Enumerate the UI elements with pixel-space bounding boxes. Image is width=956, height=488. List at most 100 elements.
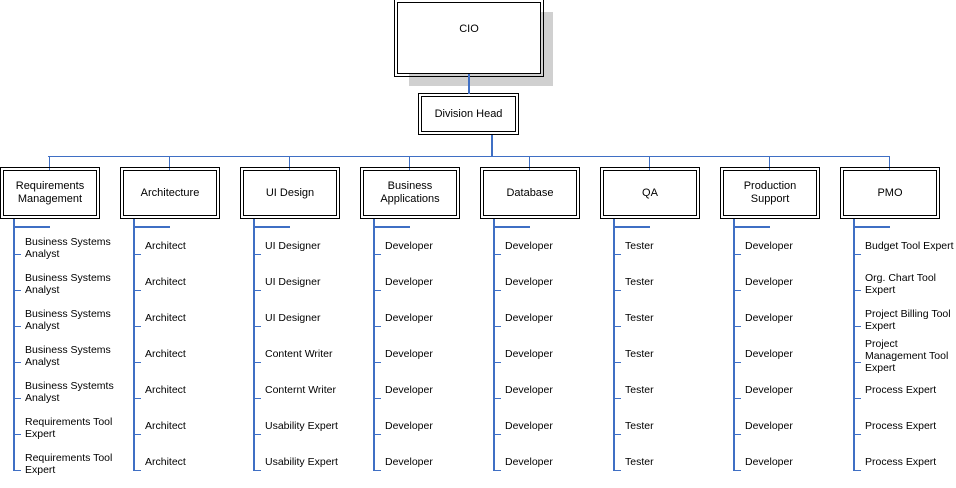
department-stem-cap-3	[373, 226, 410, 228]
role-label-1-6-label: Architect	[145, 456, 186, 468]
department-stem-4	[493, 219, 495, 470]
role-label-5-1: Tester	[625, 276, 654, 288]
role-label-5-1-label: Tester	[625, 276, 654, 288]
role-label-1-3-label: Architect	[145, 348, 186, 360]
role-tick-2-3	[253, 362, 261, 363]
department-connector-1	[169, 156, 170, 170]
role-label-0-6-label: Requirements Tool Expert	[25, 452, 113, 476]
role-label-4-3: Developer	[505, 348, 553, 360]
role-label-3-3-label: Developer	[385, 348, 433, 360]
role-label-4-1: Developer	[505, 276, 553, 288]
role-tick-1-0	[133, 254, 141, 255]
role-label-3-6: Developer	[385, 456, 433, 468]
department-box-2-label: UI Design	[265, 186, 315, 199]
role-label-6-0: Developer	[745, 240, 793, 252]
department-connector-5	[649, 156, 650, 170]
department-stem-7	[853, 219, 855, 470]
role-label-6-3: Developer	[745, 348, 793, 360]
role-tick-5-6	[613, 470, 621, 471]
role-label-6-1-label: Developer	[745, 276, 793, 288]
role-label-2-6-label: Usability Expert	[265, 456, 338, 468]
department-connector-0	[49, 156, 50, 170]
role-label-3-5-label: Developer	[385, 420, 433, 432]
department-stem-cap-6	[733, 226, 770, 228]
role-tick-4-6	[493, 470, 501, 471]
role-tick-7-1	[853, 290, 861, 291]
role-label-3-0-label: Developer	[385, 240, 433, 252]
role-tick-0-0	[13, 254, 21, 255]
role-tick-3-6	[373, 470, 381, 471]
role-tick-0-1	[13, 290, 21, 291]
role-label-7-1-label: Org. Chart Tool Expert	[865, 272, 937, 296]
role-tick-1-1	[133, 290, 141, 291]
role-label-5-4-label: Tester	[625, 384, 654, 396]
role-label-3-1: Developer	[385, 276, 433, 288]
role-tick-5-2	[613, 326, 621, 327]
role-label-2-2-label: UI Designer	[265, 312, 321, 324]
role-label-7-4-label: Process Expert	[865, 384, 937, 396]
role-label-1-2-label: Architect	[145, 312, 186, 324]
role-label-5-5-label: Tester	[625, 420, 654, 432]
role-label-7-2: Project Billing Tool Expert	[865, 308, 951, 332]
cio-to-head-connector	[468, 74, 470, 94]
department-stem-cap-7	[853, 226, 890, 228]
role-tick-3-2	[373, 326, 381, 327]
role-label-5-5: Tester	[625, 420, 654, 432]
department-box-4-label: Database	[506, 186, 554, 199]
role-label-1-5: Architect	[145, 420, 186, 432]
role-label-3-0: Developer	[385, 240, 433, 252]
department-stem-0	[13, 219, 15, 470]
role-label-3-2: Developer	[385, 312, 433, 324]
department-connector-3	[409, 156, 410, 170]
role-tick-2-0	[253, 254, 261, 255]
role-tick-5-4	[613, 398, 621, 399]
role-label-2-1-label: UI Designer	[265, 276, 321, 288]
role-tick-2-6	[253, 470, 261, 471]
role-tick-7-0	[853, 254, 861, 255]
role-tick-2-1	[253, 290, 261, 291]
role-tick-3-4	[373, 398, 381, 399]
role-label-6-2-label: Developer	[745, 312, 793, 324]
role-label-7-5: Process Expert	[865, 420, 936, 432]
role-label-6-4: Developer	[745, 384, 793, 396]
department-box-4: Database	[480, 167, 580, 219]
role-label-2-3-label: Content Writer	[265, 348, 333, 360]
role-label-7-5-label: Process Expert	[865, 420, 937, 432]
role-label-0-2: Business Systems Analyst	[25, 308, 111, 332]
role-tick-6-6	[733, 470, 741, 471]
role-tick-0-4	[13, 398, 21, 399]
role-label-3-4-label: Developer	[385, 384, 433, 396]
role-label-4-4: Developer	[505, 384, 553, 396]
role-label-4-4-label: Developer	[505, 384, 553, 396]
department-stem-2	[253, 219, 255, 470]
role-label-1-2: Architect	[145, 312, 186, 324]
role-tick-0-5	[13, 434, 21, 435]
department-box-6-label: Production Support	[743, 180, 797, 205]
role-label-4-3-label: Developer	[505, 348, 553, 360]
role-label-7-0-label: Budget Tool Expert	[865, 240, 954, 252]
cio-box: CIO	[394, 0, 544, 77]
role-tick-5-1	[613, 290, 621, 291]
division-head-label: Division Head	[434, 107, 503, 120]
role-tick-3-0	[373, 254, 381, 255]
role-tick-6-0	[733, 254, 741, 255]
role-label-0-0: Business Systems Analyst	[25, 236, 111, 260]
role-tick-0-2	[13, 326, 21, 327]
role-label-1-1: Architect	[145, 276, 186, 288]
department-box-5-label: QA	[642, 186, 658, 199]
role-label-0-4: Business Systemts Analyst	[25, 380, 114, 404]
role-tick-2-4	[253, 398, 261, 399]
role-tick-5-3	[613, 362, 621, 363]
role-tick-6-1	[733, 290, 741, 291]
role-label-6-5-label: Developer	[745, 420, 793, 432]
role-label-5-0-label: Tester	[625, 240, 654, 252]
role-tick-6-5	[733, 434, 741, 435]
department-box-5: QA	[600, 167, 700, 219]
role-tick-0-6	[13, 470, 21, 471]
department-box-6: Production Support	[720, 167, 820, 219]
department-stem-cap-1	[133, 226, 170, 228]
role-label-6-0-label: Developer	[745, 240, 793, 252]
role-tick-7-5	[853, 434, 861, 435]
role-tick-4-1	[493, 290, 501, 291]
